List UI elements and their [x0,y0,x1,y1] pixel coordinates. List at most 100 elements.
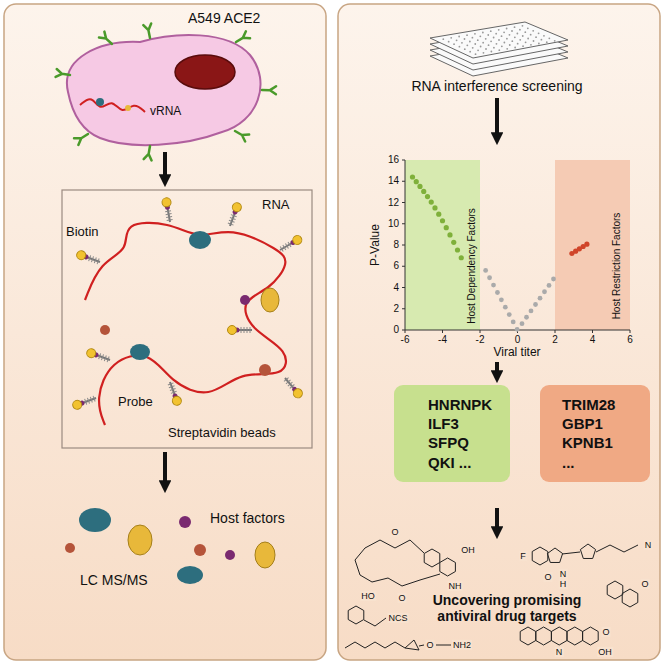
data-point [542,289,547,294]
protein [225,550,235,560]
well [527,38,529,40]
well [530,34,532,36]
protein [96,98,104,106]
axis-tick [592,330,593,333]
protein [261,288,279,312]
data-point [417,184,422,189]
well [464,38,466,40]
flow-arrow [163,152,167,182]
protein [179,516,191,528]
well [483,52,485,54]
viral-rna [80,99,145,112]
well [503,31,505,33]
band-label: Host Restriction Factors [611,213,623,320]
probe-tick [166,217,172,218]
ace2-receptor [99,32,115,47]
well [519,39,521,41]
well [482,42,484,44]
protein [259,364,271,376]
ace2-receptor [233,128,249,142]
bond [562,552,580,554]
right-panel [338,4,660,660]
ring [536,627,552,645]
ring [607,581,623,599]
probe-tick [93,396,95,402]
probe [228,326,253,335]
protein [130,344,150,360]
well [546,41,548,43]
probe-tick [91,256,93,262]
axis-tick [402,287,405,288]
probe [75,249,101,266]
receptor-stroke [234,31,250,45]
well [466,44,468,46]
data-point [507,312,512,317]
well [548,37,550,39]
well [522,45,524,47]
axis [405,160,630,330]
cell-body [67,35,261,145]
well [479,35,481,37]
axis-tick [555,330,556,333]
data-point [425,194,430,199]
streptavidin-bead [161,197,171,207]
well [516,33,518,35]
probe-tick [85,399,87,405]
part-label: Streptavidin beads [168,426,276,441]
ring [622,589,638,607]
data-point [410,174,415,179]
probe-tick [280,246,283,251]
probe-tick [107,356,109,362]
well [506,48,508,50]
data-point [524,315,529,320]
gene-list: TRIM28 GBP1 KPNB1 ... [562,395,615,472]
well [514,26,516,28]
protein [125,105,131,111]
atom-label: NCS [387,613,408,623]
probe-tick [244,327,245,333]
data-point [533,302,538,307]
streptavidin-bead [291,234,303,246]
probe-tick [87,398,89,404]
well [453,43,455,45]
data-point [503,305,508,310]
receptor-stroke [99,32,115,47]
well [514,36,516,38]
protein [100,325,110,335]
probe-tick [99,353,101,359]
axis-tick [480,330,481,333]
well [517,43,519,45]
tick-label: 8 [393,239,399,251]
receptor-stroke [262,86,276,94]
data-point [414,179,419,184]
well [469,51,471,53]
bond [405,640,419,650]
probe [71,394,97,411]
data-point [520,321,525,326]
tick-label: 12 [388,197,399,209]
flow-arrow [495,98,499,140]
probe-tick [231,215,237,217]
probe-tick [229,220,235,222]
bond [345,642,405,648]
data-point [495,290,500,295]
well [527,27,529,29]
atom-label: HO [360,591,376,601]
tick-label: 4 [590,334,596,346]
ace2-receptor [144,145,154,160]
data-point [455,247,460,252]
well [498,49,500,51]
atom-label: OH [460,545,476,555]
well [469,41,471,43]
well [498,39,500,41]
data-point [547,283,552,288]
bond [436,645,451,646]
well [522,25,524,27]
nucleus [175,55,235,89]
data-point [551,277,556,282]
cell-line-label: A549 ACE2 [188,10,260,26]
probe-tick [283,245,286,250]
well [509,34,511,36]
